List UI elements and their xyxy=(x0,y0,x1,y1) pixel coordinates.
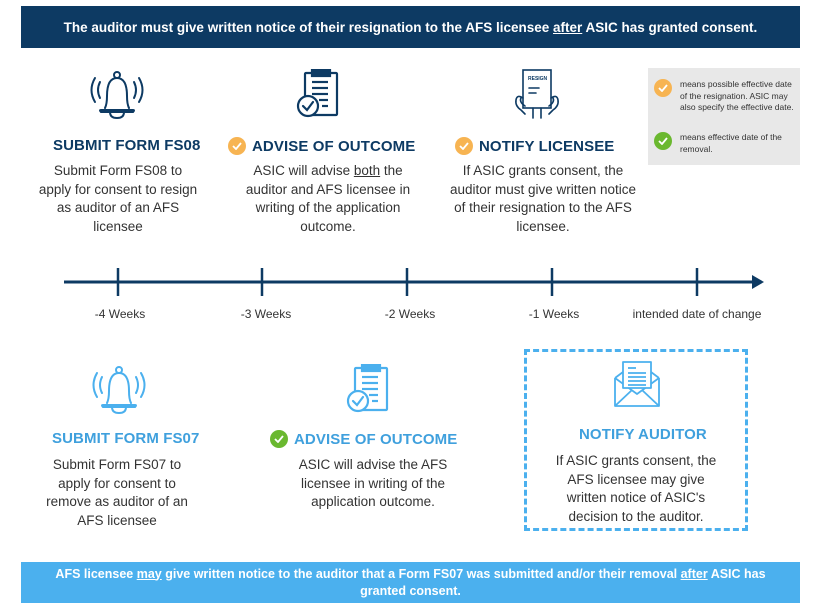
legend-text: means possible effective date of the res… xyxy=(680,79,794,112)
step-title: SUBMIT FORM FS07 xyxy=(52,430,200,447)
tick-label: intended date of change xyxy=(632,307,762,321)
orange-check-icon xyxy=(228,137,246,155)
step-description: Submit Form FS07 to apply for consent to… xyxy=(46,457,188,528)
bell-icon xyxy=(92,366,146,415)
green-check-icon xyxy=(270,430,288,448)
bell-icon xyxy=(90,71,144,120)
timeline-axis xyxy=(64,268,764,296)
clipboard-check-icon xyxy=(296,69,339,118)
tick-label: -2 Weeks xyxy=(384,307,436,321)
step-description: ASIC will advise the AFS licensee in wri… xyxy=(298,457,448,509)
tick-label: -4 Weeks xyxy=(94,307,146,321)
legend: means possible effective date of the res… xyxy=(648,68,800,165)
step-title-text: ADVISE OF OUTCOME xyxy=(294,430,458,448)
clipboard-check-icon xyxy=(346,364,389,413)
tick-label: -3 Weeks xyxy=(240,307,292,321)
resign-document-icon: RESIGN xyxy=(515,69,559,119)
timeline: -4 Weeks -3 Weeks -2 Weeks -1 Weeks inte… xyxy=(0,255,820,325)
step-title-text: ADVISE OF OUTCOME xyxy=(252,137,416,155)
tick-label: -1 Weeks xyxy=(528,307,580,321)
orange-check-icon xyxy=(654,79,672,97)
step-title: NOTIFY AUDITOR xyxy=(579,426,707,443)
step-title: ADVISE OF OUTCOME xyxy=(270,430,457,448)
orange-check-icon xyxy=(455,137,473,155)
top-banner: The auditor must give written notice of … xyxy=(21,6,800,48)
step-title: SUBMIT FORM FS08 xyxy=(53,137,201,154)
step-title-text: NOTIFY LICENSEE xyxy=(479,137,615,155)
step-description: If ASIC grants consent, the AFS licensee… xyxy=(555,453,717,524)
timeline-arrowhead xyxy=(752,275,764,289)
green-check-icon xyxy=(654,132,672,150)
step-description: If ASIC grants consent, the auditor must… xyxy=(449,163,637,234)
top-banner-text: The auditor must give written notice of … xyxy=(63,19,758,35)
envelope-letter-icon xyxy=(614,361,660,407)
step-title: ADVISE OF OUTCOME xyxy=(228,137,415,155)
step-description: ASIC will advise both the auditor and AF… xyxy=(245,163,411,234)
bottom-banner-text: AFS licensee may give written notice to … xyxy=(55,566,766,598)
svg-text:RESIGN: RESIGN xyxy=(528,76,548,82)
legend-item-green: means effective date of the removal. xyxy=(654,132,798,155)
step-title: NOTIFY LICENSEE xyxy=(455,137,614,155)
legend-item-orange: means possible effective date of the res… xyxy=(654,79,798,114)
bottom-banner: AFS licensee may give written notice to … xyxy=(21,562,800,603)
step-description: Submit Form FS08 to apply for consent to… xyxy=(38,163,198,234)
legend-text: means effective date of the removal. xyxy=(680,132,782,154)
notify-auditor-box xyxy=(524,349,748,531)
